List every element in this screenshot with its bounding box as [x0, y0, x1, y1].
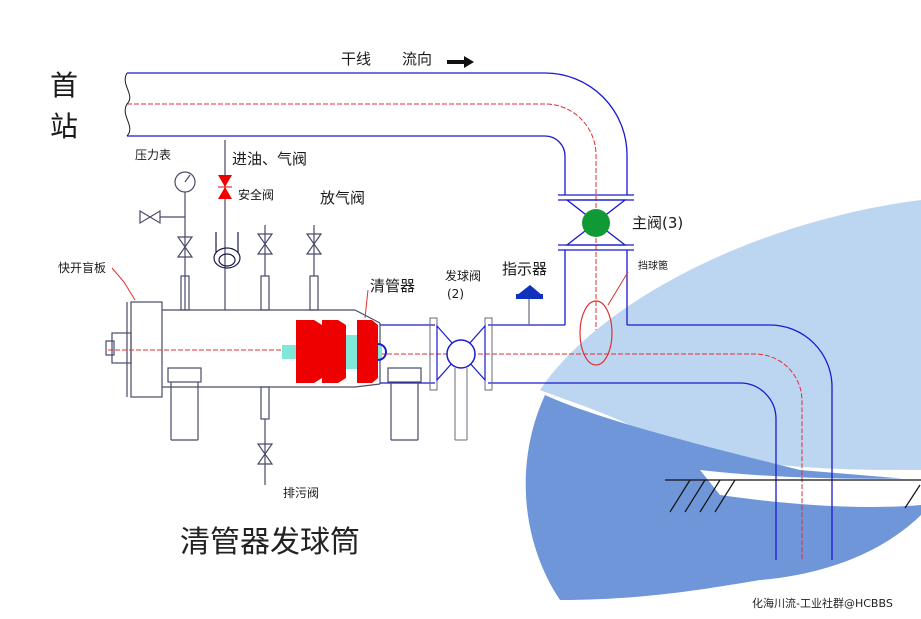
safety-valve — [213, 232, 241, 269]
pressure-gauge-label: 压力表 — [135, 148, 172, 162]
indicator-label: 指示器 — [502, 260, 548, 278]
outlet-pipe — [565, 324, 833, 560]
flow-label: 流向 — [402, 50, 433, 68]
main-valve-label: 主阀(3) — [632, 214, 684, 232]
trunk-centerline — [127, 103, 597, 330]
watermark: 化海川流-工业社群@HCBBS — [752, 597, 893, 610]
launch-valve-label: 发球阀 — [445, 269, 482, 283]
station-label-1: 首 — [50, 69, 79, 102]
safety-valve-label: 安全阀 — [238, 188, 275, 202]
launch-valve-number: (2) — [447, 287, 464, 301]
drain-valve-label: 排污阀 — [283, 486, 320, 500]
main-valve — [558, 194, 634, 251]
pig-guard-label: 挡球篦 — [638, 261, 668, 272]
indicator-icon — [516, 285, 543, 325]
bg-logo-light — [540, 200, 921, 470]
pressure-gauge — [139, 171, 196, 311]
outlet-centerline — [380, 353, 803, 560]
pig-icon — [282, 320, 387, 383]
trunk-pipe — [127, 72, 628, 195]
pig-leader — [364, 289, 369, 319]
vent-valves — [256, 225, 323, 311]
quick-blind-label: 快开盲板 — [58, 261, 107, 275]
flow-arrow-icon — [447, 56, 474, 68]
blind-leader — [111, 267, 136, 301]
pig-guard-leader — [607, 271, 629, 306]
launch-section — [380, 324, 565, 384]
launch-valve — [429, 317, 493, 441]
pig-guard-ring — [579, 300, 613, 366]
diagram-title: 清管器发球筒 — [180, 525, 360, 560]
inlet-valve — [218, 140, 232, 310]
station-label-2: 站 — [50, 110, 79, 143]
ground-line — [665, 479, 921, 513]
pipe-break-left — [124, 72, 131, 137]
pig-label: 清管器 — [370, 277, 416, 295]
trunk-label: 干线 — [341, 50, 372, 68]
supports — [167, 367, 422, 441]
drain-valve — [256, 386, 274, 485]
vent-valve-label: 放气阀 — [320, 189, 366, 207]
inlet-valve-label: 进油、气阀 — [232, 150, 308, 168]
bg-logo-band — [700, 470, 921, 507]
